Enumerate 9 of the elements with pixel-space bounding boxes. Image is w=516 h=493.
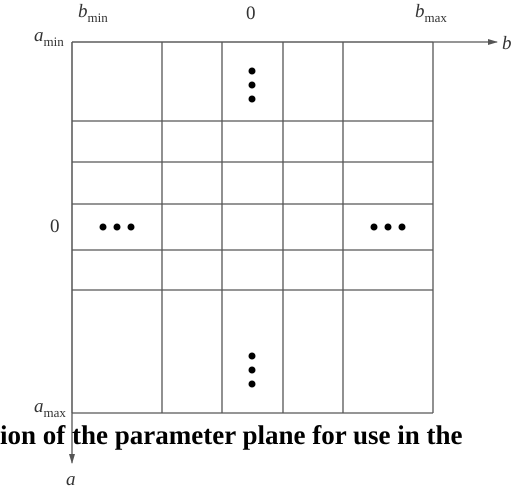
tick-label: 0 [246, 4, 256, 23]
tick-label: 0 [50, 217, 60, 236]
axis-label: a$_{max}$ [34, 397, 66, 419]
axis-label: b$_{max}$ [415, 2, 447, 24]
axis-label: a$_{min}$ [34, 26, 64, 48]
axis-label: b$_{min}$ [78, 2, 108, 24]
axis-label: b [502, 34, 512, 53]
caption: ion of the parameter plane for use in the [0, 421, 462, 451]
axis-label: a [66, 470, 76, 489]
